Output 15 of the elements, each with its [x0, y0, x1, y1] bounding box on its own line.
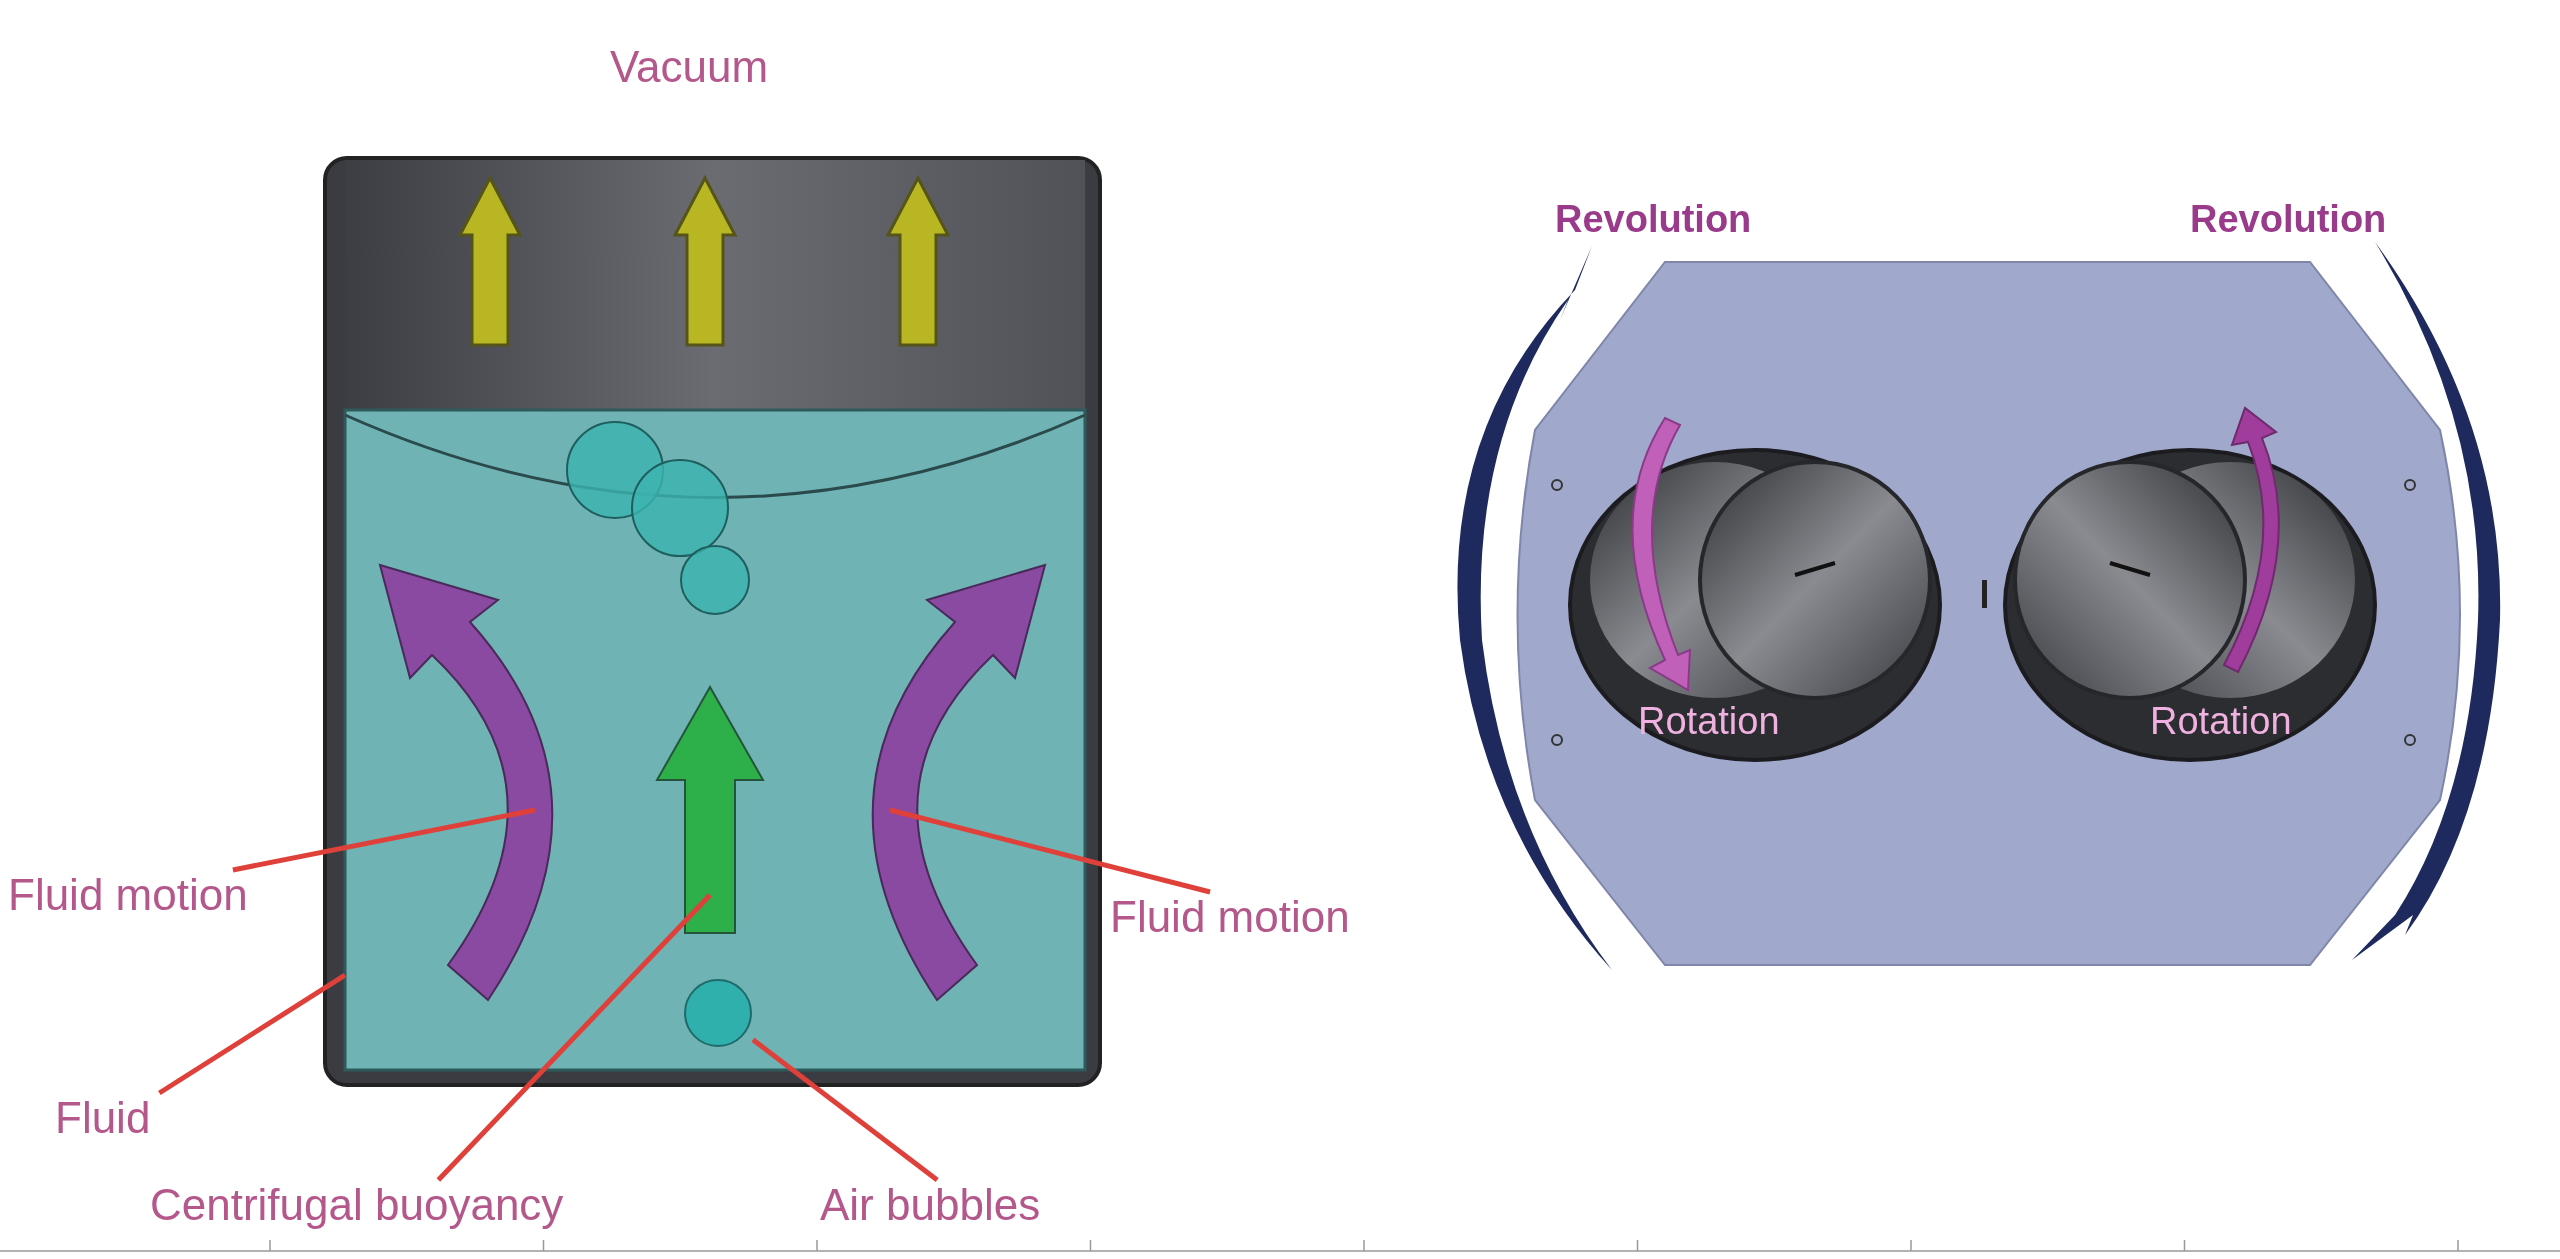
- callout-label: Fluid: [55, 1093, 185, 1143]
- callout-label: Air bubbles: [820, 1180, 1120, 1230]
- leader-line: [232, 807, 536, 873]
- motion-label: Revolution: [1555, 200, 1752, 238]
- motion-label: Revolution: [2190, 200, 2387, 238]
- leader-line: [889, 807, 1211, 895]
- leader-line: [751, 1037, 939, 1182]
- callout-label: Centrifugal buoyancy: [150, 1180, 690, 1230]
- callout-label: Fluid motion: [8, 870, 318, 920]
- leader-line: [158, 972, 347, 1096]
- motion-label: Rotation: [1638, 702, 1780, 740]
- region-label: Vacuum: [610, 45, 769, 89]
- callout-label: Fluid motion: [1110, 892, 1430, 942]
- motion-label: Rotation: [2150, 702, 2292, 740]
- leader-line: [436, 893, 712, 1182]
